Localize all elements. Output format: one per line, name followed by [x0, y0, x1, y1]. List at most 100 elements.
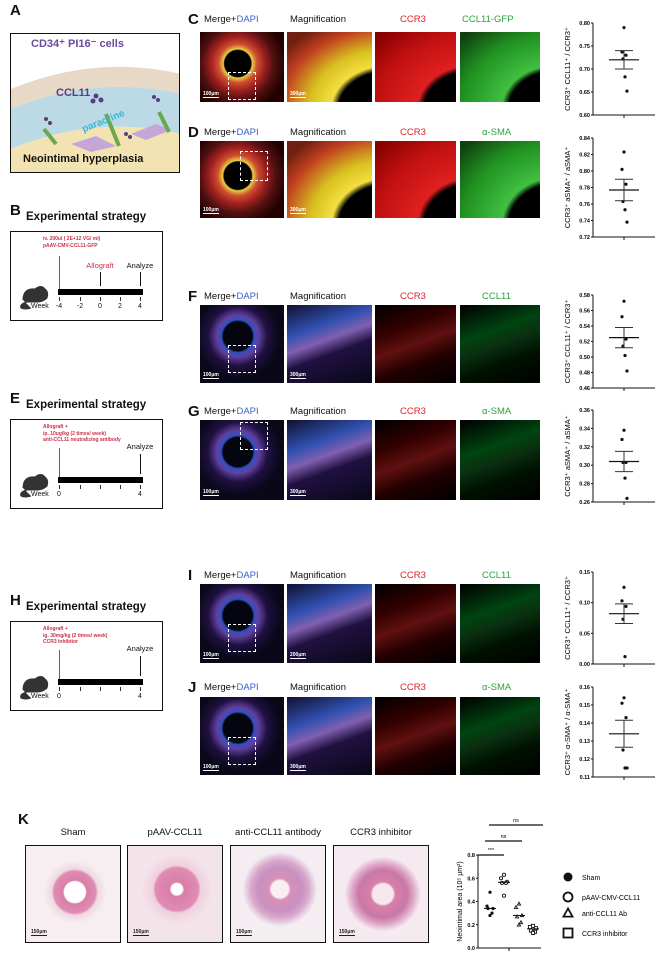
- y-tick-label: 0.82: [579, 153, 590, 159]
- scale-bar: 100μm: [203, 652, 219, 659]
- treatment-start-line: [59, 650, 60, 679]
- data-point-open-triangle: [561, 906, 575, 918]
- y-tick-label: 0.80: [579, 169, 590, 175]
- timeline-tick: [80, 485, 81, 489]
- data-point: [620, 599, 624, 603]
- histology-title: CCR3 inhibitor: [350, 827, 412, 838]
- mouse-icon: [20, 286, 49, 310]
- data-point-open-triangle: [518, 919, 524, 925]
- y-tick-label: 0.80: [579, 21, 590, 27]
- magnification-image: 300μm: [287, 32, 372, 102]
- histology-image: 150μm: [333, 845, 429, 943]
- y-tick-label: 0.78: [579, 186, 590, 192]
- timeline-marker-label: Analyze: [126, 644, 154, 653]
- histology-image: 150μm: [127, 845, 223, 943]
- treatment-text: anti-CCL11 neutralizing antibody: [43, 437, 121, 443]
- y-tick-label: 0.46: [579, 386, 590, 392]
- y-tick-label: 0.28: [579, 482, 590, 488]
- data-point-filled-circle: [490, 911, 494, 915]
- timeline-tick: [59, 687, 60, 691]
- scale-bar: 300μm: [290, 372, 306, 379]
- cell-type-label: CD34⁺ PI16⁻ cells: [31, 38, 124, 50]
- y-tick-label: 0.11: [580, 775, 590, 781]
- data-point-open-circle: [499, 880, 505, 885]
- green-channel-image: [460, 32, 540, 102]
- timeline-tick: [120, 687, 121, 691]
- data-point-open-square: [527, 925, 533, 930]
- y-tick-label: 0.52: [579, 340, 590, 346]
- timeline-tick: [59, 485, 60, 489]
- treatment-text: Allograft +: [43, 626, 68, 632]
- green-channel-image: [460, 584, 540, 663]
- y-tick-label: 0.72: [579, 235, 590, 241]
- arrow-down-icon: [140, 454, 141, 474]
- ccr3-image: [375, 697, 456, 775]
- significance-label: ns: [513, 818, 519, 824]
- merge-label: Merge+: [204, 291, 237, 302]
- timeline-tick: [120, 485, 121, 489]
- data-point: [623, 353, 627, 358]
- timeline-tick: [100, 485, 101, 489]
- treatment-start-line: [59, 448, 60, 477]
- scale-bar: 150μm: [133, 929, 149, 936]
- data-point: [625, 220, 629, 224]
- week-label: Week: [31, 303, 49, 310]
- week-value: -2: [76, 303, 84, 310]
- merge-dapi-header: Merge+DAPI: [204, 127, 259, 138]
- column-header-magnification: Magnification: [290, 406, 346, 417]
- data-point: [622, 150, 626, 154]
- y-tick-label: 0.15: [579, 570, 590, 576]
- magnification-image: 300μm: [287, 420, 372, 500]
- y-tick-label: 0.16: [579, 685, 590, 691]
- y-tick-label: 0.15: [579, 703, 590, 709]
- merge-label: Merge+: [204, 570, 237, 581]
- data-point: [625, 369, 629, 373]
- column-header-magnification: Magnification: [290, 291, 346, 302]
- data-point-filled-circle: [563, 872, 573, 882]
- data-point: [625, 766, 629, 770]
- ccr3-image: [375, 141, 456, 218]
- data-point-open-circle: [501, 872, 507, 877]
- column-header-ccr3: CCR3: [400, 570, 426, 581]
- week-value: 0: [57, 693, 61, 700]
- panel-label-k: K: [18, 811, 29, 828]
- legend-label: Sham: [582, 875, 600, 882]
- dapi-label: DAPI: [236, 682, 259, 693]
- column-header-green-channel: CCL11: [482, 291, 511, 302]
- data-point: [620, 437, 624, 442]
- data-point: [623, 208, 627, 212]
- y-tick-label: 0.74: [579, 219, 591, 225]
- data-point-open-square: [530, 930, 536, 935]
- data-point-open-circle: [503, 880, 509, 885]
- magnification-image: 300μm: [287, 697, 372, 775]
- zoom-region-box: [228, 737, 256, 765]
- vessel-layers-illustration: [11, 66, 179, 172]
- strategy-title: Experimental strategy: [26, 211, 147, 223]
- merge-dapi-header: Merge+DAPI: [204, 291, 259, 302]
- y-tick-label: 0.8: [467, 853, 475, 859]
- merge-image: 100μm: [200, 32, 284, 102]
- ccr3-image: [375, 32, 456, 102]
- zoom-region-box: [228, 72, 256, 100]
- data-point: [620, 167, 624, 171]
- zoom-region-box: [228, 624, 256, 652]
- green-channel-image: [460, 420, 540, 500]
- scale-bar: 300μm: [290, 764, 306, 771]
- column-header-green-channel: α-SMA: [482, 127, 512, 138]
- column-header-ccr3: CCR3: [400, 14, 426, 25]
- scale-bar: 150μm: [31, 929, 47, 936]
- data-point: [623, 476, 627, 480]
- data-point: [624, 716, 628, 720]
- treatment-text: Allograft +: [43, 424, 68, 430]
- scale-bar: 100μm: [203, 489, 219, 496]
- data-point: [624, 337, 628, 341]
- y-tick-label: 0.12: [579, 757, 590, 763]
- week-value: 4: [138, 491, 142, 498]
- data-point-open-triangle: [516, 901, 522, 906]
- y-tick-label: 0.14: [579, 721, 591, 727]
- merge-label: Merge+: [204, 406, 237, 417]
- strategy-timeline-box: iv. 200ul ( 2E+12 VG/ ml)pAAV-CMV-CCL11-…: [10, 231, 163, 321]
